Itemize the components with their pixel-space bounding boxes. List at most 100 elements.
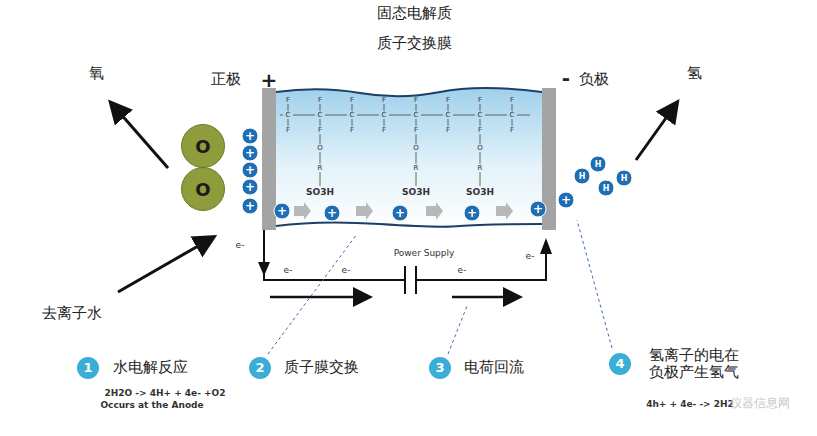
gas-name: 氢: [687, 65, 702, 82]
proton: +: [242, 179, 259, 196]
watermark: 仪器信息网: [730, 397, 790, 411]
electron-label: e-: [236, 240, 245, 250]
circuit-arrowheads: [258, 238, 552, 276]
polymer-atom: F: [286, 126, 290, 134]
circuit: [264, 230, 546, 294]
sulfonic-group: SO3H: [466, 187, 494, 197]
polymer-atom: F: [318, 126, 322, 134]
polymer-atom: O: [317, 144, 323, 152]
polymer-atom: F: [510, 126, 514, 134]
polymer-atom: O: [477, 144, 483, 152]
polymer-atom: C: [510, 111, 515, 119]
oxygen-atom: O: [181, 167, 225, 211]
bond: [448, 119, 449, 126]
supply-plate: [415, 266, 417, 294]
bond: [352, 104, 353, 111]
proton: +: [274, 203, 291, 220]
bond: [512, 119, 513, 126]
bond: [416, 134, 417, 144]
polymer-atom: F: [414, 126, 418, 134]
bond: [320, 172, 321, 186]
current-arrows: [270, 296, 518, 299]
bond: [320, 104, 321, 111]
bond: [320, 152, 321, 164]
atom-symbol: O: [195, 179, 210, 200]
polymer-atom: C: [286, 111, 291, 119]
bond: [352, 119, 353, 126]
callout-text: 电荷回流: [464, 359, 524, 376]
polymer-atom: C: [414, 111, 419, 119]
hydrogen-atom: H: [574, 168, 591, 185]
input-name: 去离子水: [42, 305, 102, 322]
membrane-edge: [276, 222, 542, 226]
bond: [325, 115, 347, 116]
callout-text: 水电解反应: [113, 359, 188, 376]
bond: [480, 104, 481, 111]
bond: [357, 115, 379, 116]
electron-label: e-: [342, 265, 351, 275]
proton: +: [242, 162, 259, 179]
bond: [320, 134, 321, 144]
callout-number: 1: [77, 357, 99, 379]
polymer-atom: F: [286, 96, 290, 104]
sulfonic-group: SO3H: [306, 187, 334, 197]
bond: [448, 104, 449, 111]
hydrogen-atom: H: [598, 180, 615, 197]
proton: +: [242, 128, 259, 145]
membrane-edge: [276, 88, 542, 96]
polymer-atom: R: [414, 164, 419, 172]
sulfonic-group: SO3H: [402, 187, 430, 197]
bond: [384, 104, 385, 111]
polarity-sign: +: [261, 69, 278, 92]
proton: +: [558, 192, 575, 209]
equation: 4h+ + 4e- -> 2H2: [646, 399, 734, 409]
bond: [480, 152, 481, 164]
electrode-name: 负极: [579, 71, 609, 88]
membrane-cell: 固态电解质质子交换膜: [262, 88, 556, 230]
hydrogen-atom: H: [590, 156, 607, 173]
polymer-atom: F: [478, 126, 482, 134]
electron-label: e-: [284, 265, 293, 275]
bond: [480, 119, 481, 126]
bond: [416, 119, 417, 126]
atom-symbol: O: [195, 136, 210, 157]
polymer-bonds: [280, 104, 530, 186]
equation: 2H2O -> 4H+ + 4e- +O2: [104, 388, 225, 398]
oxygen-atom: O: [181, 124, 225, 168]
electrode-name: 正极: [211, 71, 241, 88]
bond: [416, 104, 417, 111]
bond: [384, 119, 385, 126]
polymer-atom: F: [510, 96, 514, 104]
callout-text: 氢离子的电在 负极产生氢气: [649, 347, 745, 382]
electrolysis-cell: [262, 88, 556, 230]
bond: [480, 172, 481, 186]
bond: [512, 104, 513, 111]
oxygen-arrow: [112, 104, 168, 168]
polymer-atom: F: [382, 126, 386, 134]
leader-lines: [268, 220, 612, 354]
supply-plate: [404, 266, 406, 294]
polymer-atom: C: [350, 111, 355, 119]
proton: +: [464, 205, 481, 222]
bond: [293, 115, 315, 116]
polymer-atom: F: [350, 96, 354, 104]
polymer-atom: F: [446, 126, 450, 134]
supply-name: Power Supply: [394, 248, 455, 258]
hydrogen-atom: H: [616, 170, 633, 187]
polymer-atom: F: [318, 96, 322, 104]
callout-number: 2: [249, 357, 271, 379]
flow-arrows: [112, 104, 676, 292]
polarity-sign: -: [562, 67, 570, 90]
electron-label: e-: [458, 265, 467, 275]
polymer-atom: F: [414, 96, 418, 104]
polymer-atom: O: [413, 144, 419, 152]
bond: [280, 115, 283, 116]
polymer-atom: R: [318, 164, 323, 172]
polymer-atom: C: [318, 111, 323, 119]
polymer-atom: R: [478, 164, 483, 172]
membrane-heading: 固态电解质: [377, 4, 452, 23]
electron-label: e-: [526, 251, 535, 261]
hydrogen-arrow: [636, 104, 676, 160]
water-arrow: [118, 238, 212, 292]
polymer-atom: C: [478, 111, 483, 119]
